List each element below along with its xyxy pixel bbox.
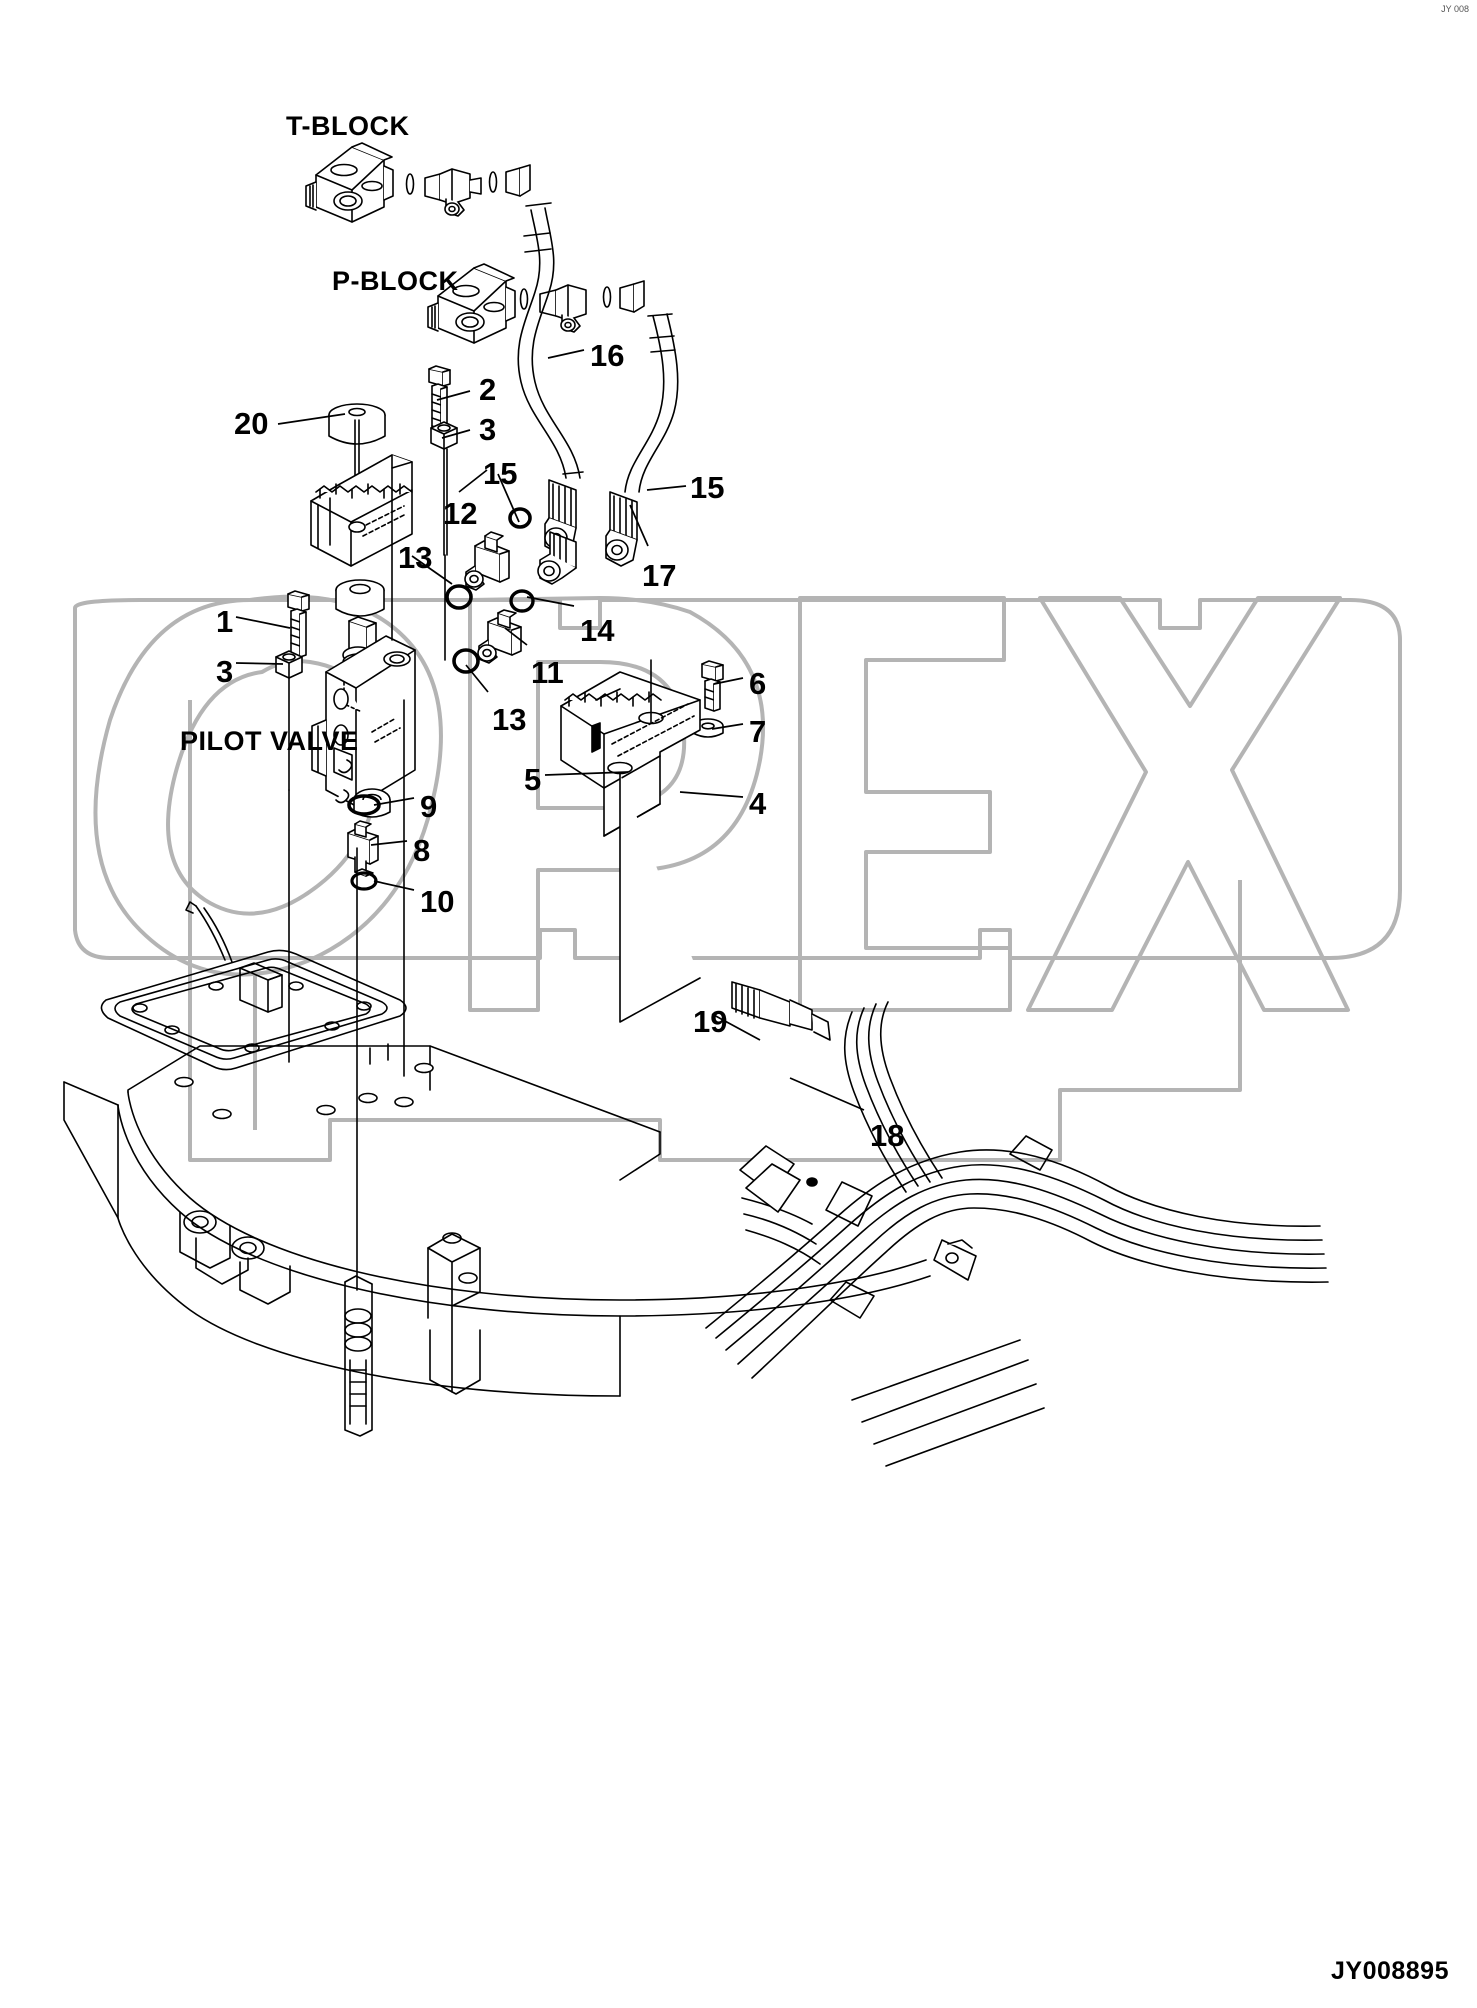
deck-struts [185,901,233,963]
leader-line-15-4 [497,473,520,523]
hose-16 [517,202,584,479]
section-label-pilot-valve: PILOT VALVE [180,726,359,756]
part-20-knob [328,403,386,531]
part-1-bolt [287,590,310,658]
part-14-oring [509,589,535,613]
p-block-fittings [519,280,645,333]
t-block-manifold [305,142,394,223]
leader-line-15-6 [646,485,687,491]
leader-line-3-2 [441,429,471,439]
callout-number-9-13: 9 [420,789,438,824]
deck-opening-gasket [100,949,407,1071]
part-17-coupler [537,531,577,585]
leader-line-14-8 [526,596,575,607]
callout-number-15-4: 15 [483,456,518,491]
callout-number-1-10: 1 [216,604,234,639]
drawing-number: JY008895 [1330,1957,1449,1985]
callout-number-17-7: 17 [642,558,677,593]
callout-number-10-15: 10 [420,884,455,919]
callout-number-13-5: 13 [398,540,433,575]
part-3-nut-upper [430,421,458,556]
hose-15 [624,313,679,493]
section-label-p-block: P-BLOCK [332,266,459,296]
part-11-fitting [477,609,522,664]
leader-line-9-13 [373,797,415,806]
part-18-clamp [739,1145,977,1281]
pedal-plate [310,454,413,567]
hose-15-coupler [605,491,638,567]
machine-lower-structure [63,1081,481,1437]
leader-line-11-9 [504,627,528,646]
leader-line-13-5 [411,555,453,585]
callout-number-4-19: 4 [749,786,767,821]
leader-line-13-12 [465,664,489,693]
section-label-t-block: T-BLOCK [286,111,410,141]
leader-line-1-10 [235,616,291,629]
callout-number-5-18: 5 [524,762,542,797]
part-13-oring-c [508,507,532,529]
leader-line-17-7 [629,504,649,547]
callout-number-19-21: 19 [693,1004,728,1039]
leader-line-8-14 [370,840,408,846]
t-block-fittings [405,164,531,217]
machine-floor-plate [117,1045,931,1397]
callout-number-3-11: 3 [216,654,234,689]
part-5-edge [591,688,621,753]
callout-number-18-22: 18 [870,1118,905,1153]
hose-bundle [705,1001,1329,1379]
callout-number-2-1: 2 [479,372,497,407]
corner-mark: JY 008 [1441,4,1469,14]
callout-number-3-2: 3 [479,412,497,447]
part-12-fitting [464,531,510,591]
callout-number-14-8: 14 [580,613,615,648]
p-block-manifold [427,263,516,344]
leader-line-19-21 [711,1013,761,1041]
deck-bolt-holes [174,1043,434,1120]
leader-line-12-3 [458,469,488,493]
callout-number-13-12: 13 [492,702,527,737]
callout-number-20-0: 20 [234,406,269,441]
leader-line-20-0 [277,413,346,425]
callout-number-15-6: 15 [690,470,725,505]
part-19-coupler [731,981,831,1041]
leader-line-4-19 [679,791,744,798]
leader-line-10-15 [373,880,415,891]
callout-number-16-20: 16 [590,338,625,373]
leader-line-18-22 [789,1077,865,1111]
callout-number-12-3: 12 [443,496,478,531]
leader-line-3-11 [235,662,284,665]
leader-line-2-1 [436,390,471,401]
leader-line-16-20 [547,349,585,359]
part-13-oring-b [452,648,480,674]
leader-line-5-18 [544,771,629,776]
callout-number-8-14: 8 [413,833,431,868]
callout-number-11-9: 11 [531,655,564,690]
part-13-oring-a [445,584,473,610]
leader-line-7-17 [711,723,744,730]
callout-number-7-17: 7 [749,714,767,749]
part-6-bolt [701,660,724,712]
part-9-oring [347,794,381,816]
callout-number-6-16: 6 [749,666,767,701]
leader-line-6-16 [713,677,744,685]
lower-left-strokes [851,1339,1045,1467]
part-3-nut-lower [275,650,303,791]
